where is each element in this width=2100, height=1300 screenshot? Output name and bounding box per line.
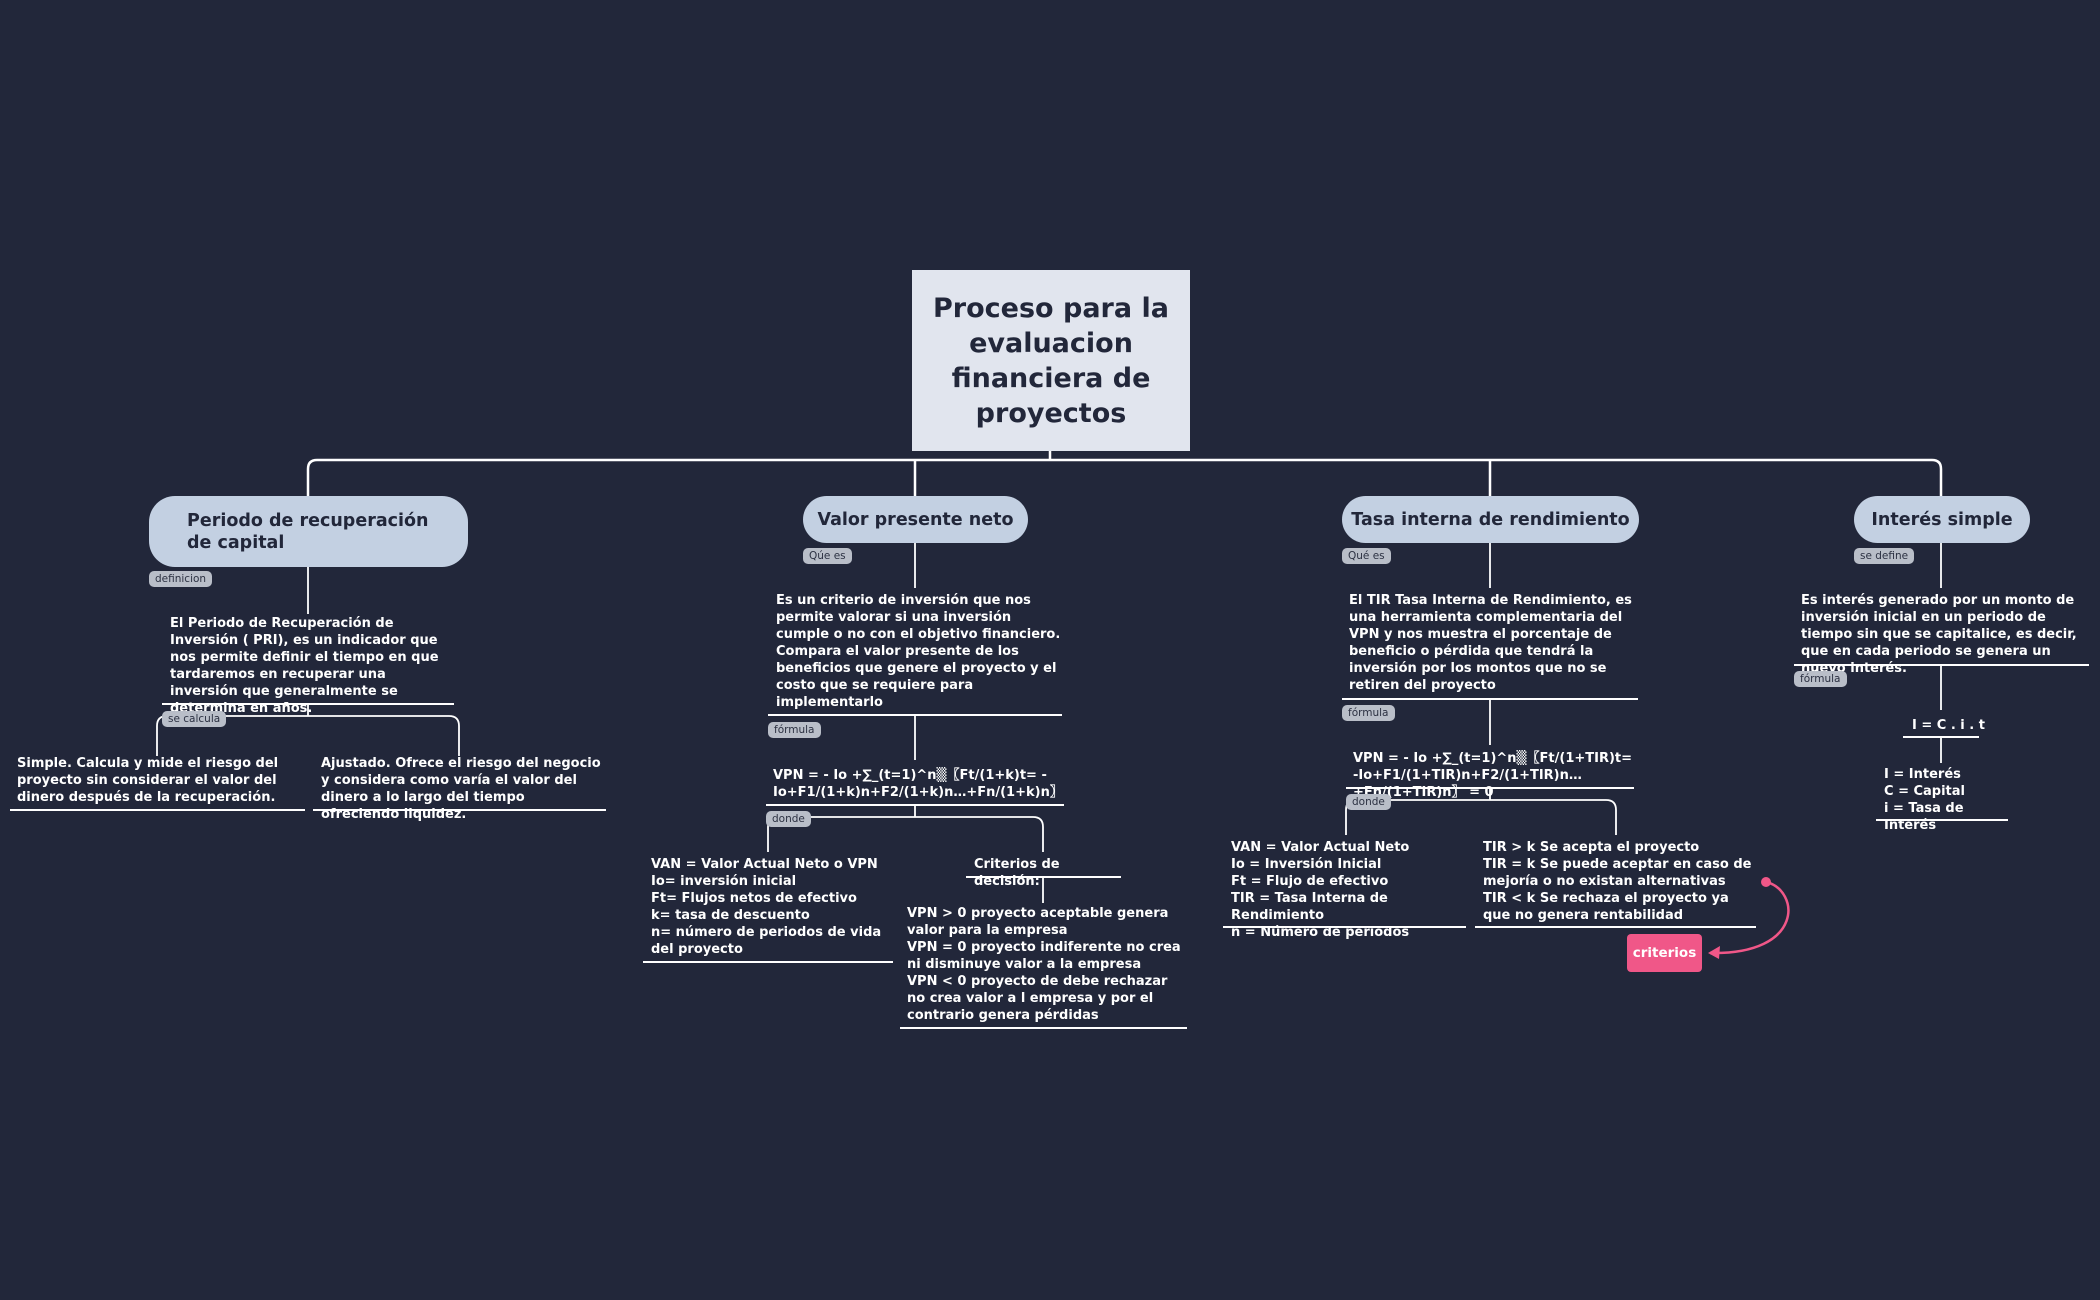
vpn-criteria-text: VPN > 0 proyecto aceptable genera valor …	[907, 906, 1181, 1023]
underline	[766, 804, 1064, 806]
underline	[1346, 787, 1634, 789]
pri-simple-text: Simple. Calcula y mide el riesgo del pro…	[17, 756, 279, 805]
underline	[1475, 926, 1756, 928]
underline	[1903, 736, 1979, 738]
branch-tasa-interna-rendimiento[interactable]: Tasa interna de rendimiento	[1342, 496, 1639, 543]
root-topic[interactable]: Proceso para la evaluacion financiera de…	[912, 270, 1190, 451]
underline	[768, 714, 1062, 716]
vpn-criteria-title: Criterios de decisión:	[974, 857, 1060, 889]
underline	[10, 809, 305, 811]
criterios-callout[interactable]: criterios	[1627, 934, 1702, 972]
tir-definition-text: El TIR Tasa Interna de Rendimiento, es u…	[1349, 593, 1632, 693]
relation-tag-donde: donde	[766, 811, 811, 827]
underline	[900, 1027, 1187, 1029]
tir-formula-text: VPN = - Io +∑_(t=1)^n▒〖Ft/(1+TIR)t= -Io+…	[1353, 751, 1633, 800]
relation-tag-formula: fórmula	[768, 722, 821, 738]
underline	[1876, 819, 2008, 821]
branch-interes-simple[interactable]: Interés simple	[1854, 496, 2030, 543]
tir-criteria-text: TIR > k Se acepta el proyecto TIR = k Se…	[1483, 840, 1752, 923]
vpn-formula-text: VPN = - Io +∑_(t=1)^n▒〖Ft/(1+k)t= -Io+F1…	[773, 768, 1063, 800]
underline	[162, 703, 454, 705]
underline	[1223, 926, 1466, 928]
tir-variables-text: VAN = Valor Actual Neto Io = Inversión I…	[1231, 840, 1410, 940]
interes-formula-text: I = C . i . t	[1912, 718, 1985, 733]
vpn-definition-text: Es un criterio de inversión que nos perm…	[776, 593, 1061, 710]
relation-tag-se-define: se define	[1854, 548, 1915, 564]
relation-tag-formula: fórmula	[1342, 705, 1395, 721]
interes-variables-text: I = Interés C = Capital i = Tasa de Inte…	[1884, 767, 1966, 833]
underline	[643, 961, 893, 963]
branch-valor-presente-neto[interactable]: Valor presente neto	[803, 496, 1028, 543]
underline	[966, 876, 1121, 878]
relation-tag-que-es: Qué es	[1342, 548, 1391, 564]
pri-definition-text: El Periodo de Recuperación de Inversión …	[170, 616, 439, 716]
underline	[1794, 664, 2089, 666]
vpn-variables-text: VAN = Valor Actual Neto o VPN Io= invers…	[651, 857, 882, 957]
relation-tag-formula: fórmula	[1794, 671, 1847, 687]
relation-tag-donde: donde	[1346, 794, 1391, 810]
underline	[313, 809, 606, 811]
relation-tag-definicion: definicion	[149, 571, 213, 587]
relation-tag-se-calcula: se calcula	[162, 711, 227, 727]
relation-tag-que-es: Qúe es	[803, 548, 852, 564]
branch-periodo-recuperacion[interactable]: Periodo de recuperación de capital	[149, 496, 468, 567]
underline	[1342, 698, 1638, 700]
pri-adjusted-text: Ajustado. Ofrece el riesgo del negocio y…	[321, 756, 601, 822]
